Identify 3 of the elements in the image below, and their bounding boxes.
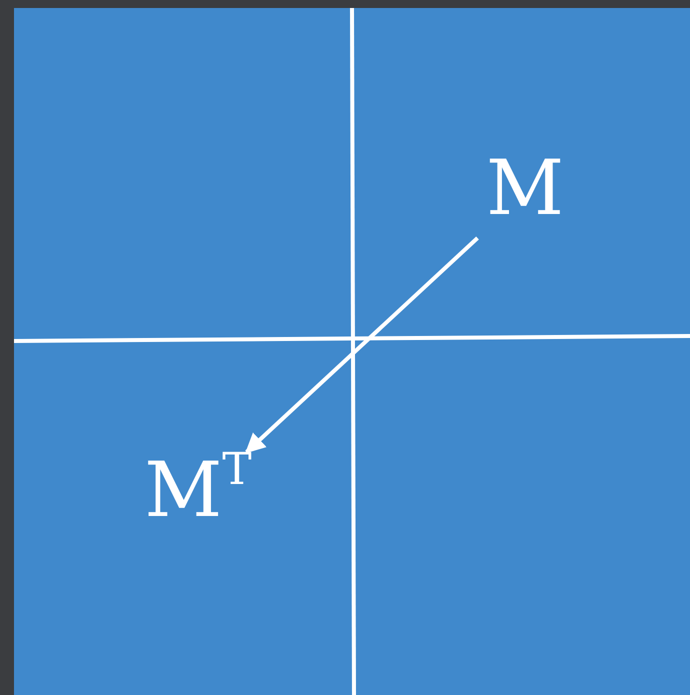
math-symbol: M <box>470 150 580 238</box>
math-symbol: M$^{T}$ <box>118 452 278 542</box>
arrow <box>245 236 479 454</box>
